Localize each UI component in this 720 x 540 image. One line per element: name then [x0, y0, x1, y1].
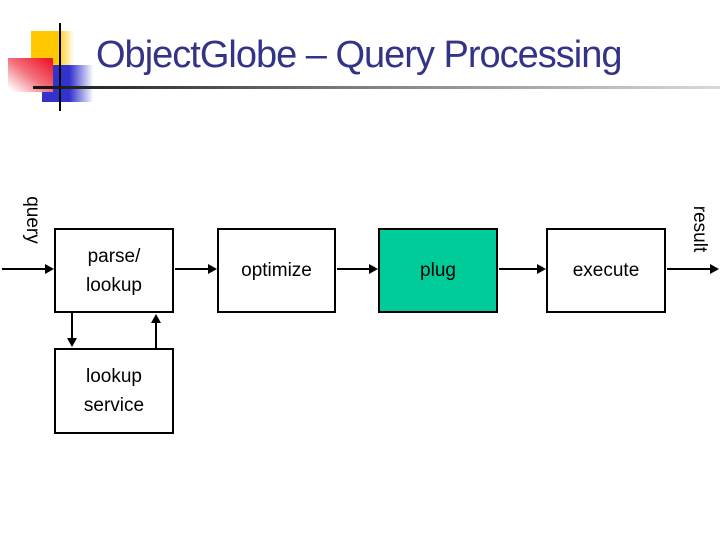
- slide-title: ObjectGlobe – Query Processing: [96, 34, 623, 76]
- node-optimize: optimize: [217, 228, 336, 313]
- node-parse-lookup: parse/ lookup: [54, 228, 174, 313]
- node-execute: execute: [546, 228, 666, 313]
- title-underline-rule: [33, 86, 720, 89]
- arrow-right-icon-plug-to-execute: [499, 264, 546, 274]
- arrow-right-icon-parse-to-optimize: [175, 264, 217, 274]
- arrow-up-icon-lookupservice-to-parse: [151, 314, 161, 348]
- arrow-down-icon-parse-to-lookupservice: [67, 313, 77, 347]
- node-plug: plug: [378, 228, 498, 313]
- result-output-label: result: [689, 205, 710, 253]
- query-input-label: query: [22, 196, 43, 244]
- arrow-right-icon-execute-to-result: [667, 264, 719, 274]
- logo-crosshair-vertical-line: [59, 23, 61, 111]
- arrow-right-icon-optimize-to-plug: [337, 264, 378, 274]
- node-lookup-service: lookup service: [54, 348, 174, 434]
- arrow-right-icon-query-to-parse: [2, 264, 54, 274]
